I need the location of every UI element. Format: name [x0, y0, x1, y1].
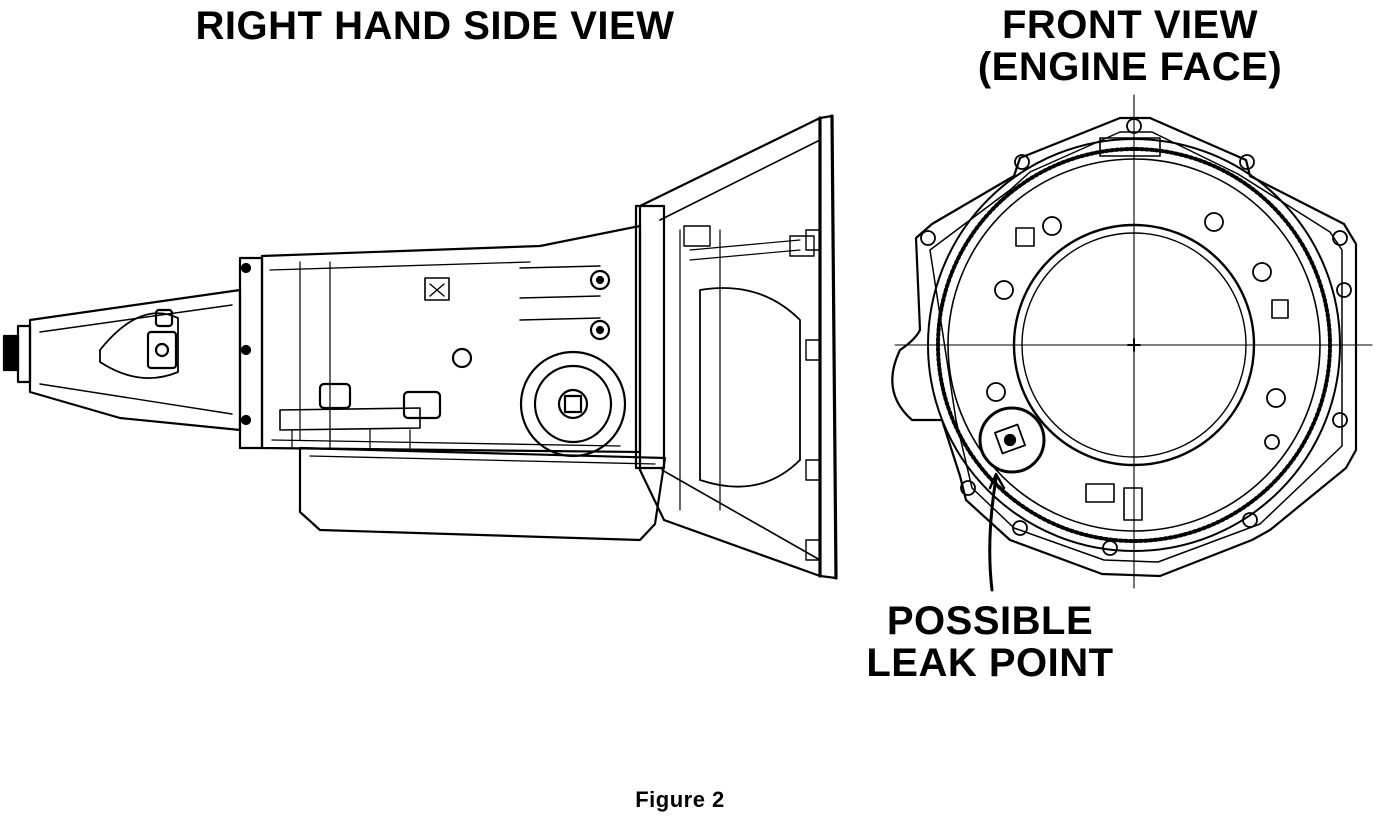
output-yoke — [4, 326, 30, 382]
front-view-title-line1: FRONT VIEW — [1001, 3, 1259, 47]
extension-housing — [30, 290, 240, 430]
side-view-title: RIGHT HAND SIDE VIEW — [170, 4, 700, 48]
outer-flange — [892, 118, 1356, 576]
main-case — [262, 226, 640, 452]
figure-caption: Figure 2 — [635, 787, 725, 812]
leak-point-circle — [980, 408, 1044, 472]
leak-point-label-line2: LEAK POINT — [866, 641, 1114, 685]
side-view-title-text: RIGHT HAND SIDE VIEW — [195, 4, 675, 48]
flange-bolt-holes — [921, 119, 1351, 555]
bell-housing-front-view — [892, 95, 1372, 590]
speed-sensor-housing — [521, 352, 625, 456]
transmission-side-view — [4, 116, 836, 578]
oil-pan — [300, 448, 665, 540]
bell-housing — [640, 116, 836, 578]
leak-point-label-line1: POSSIBLE — [886, 599, 1094, 643]
converter-bore — [1014, 225, 1254, 465]
inner-bolt-holes — [987, 213, 1285, 449]
leak-point-leader — [990, 478, 996, 590]
front-view-title: FRONT VIEW (ENGINE FACE) — [940, 4, 1320, 88]
leak-point-label: POSSIBLE LEAK POINT — [845, 600, 1135, 684]
front-view-title-line2: (ENGINE FACE) — [977, 45, 1283, 89]
